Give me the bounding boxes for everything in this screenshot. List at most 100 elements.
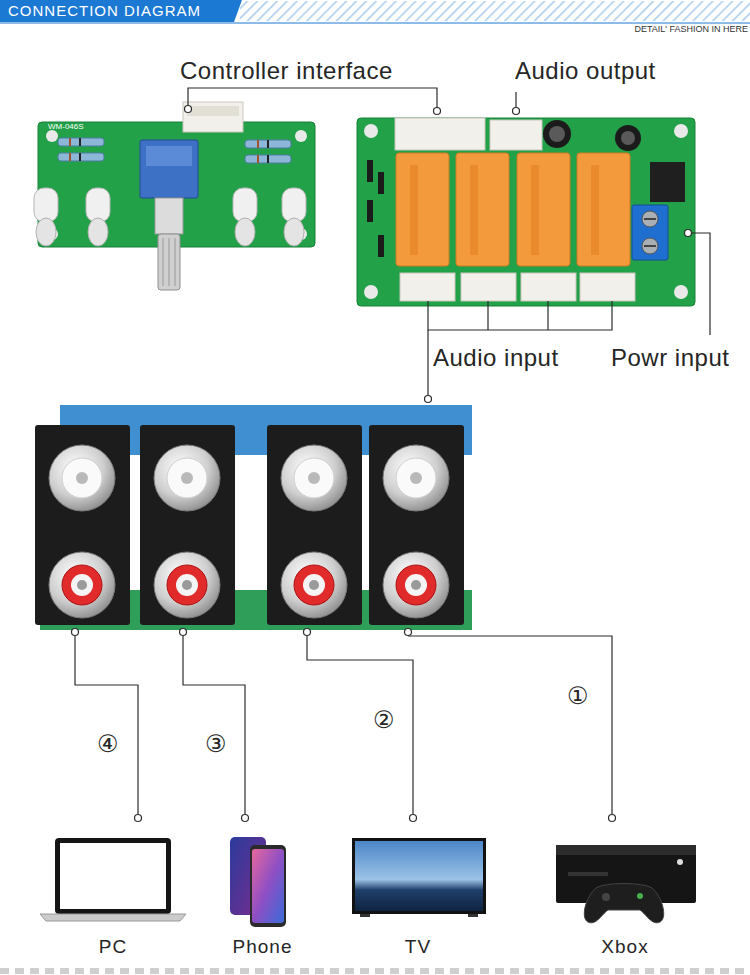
resistor-symbol-part [79,153,81,161]
capacitor-part [549,126,565,142]
rca-jack-red-part [411,580,421,590]
jack-frame-part [140,425,235,625]
rca-jack-red-part [71,574,93,596]
leader-line-part [408,636,612,814]
relay-part [470,165,478,255]
laptop-icon-part [40,914,186,921]
header-tagline: DETAIL' FASHION IN HERE [600,25,748,35]
connector-header-part [580,273,635,301]
power-terminal-part [644,245,656,247]
relay-part [517,153,570,266]
power-terminal-part [642,211,658,227]
device-node: PC [38,828,188,962]
potentiometer-part [163,238,164,286]
leader-dot-part [72,629,79,636]
capacitor-part [621,131,635,145]
leader-line [75,88,710,814]
resistor-symbol-part [245,155,291,163]
rca-jack-white-part [76,472,88,484]
resistor-symbol-part [257,155,259,163]
leader-line-part [307,636,413,814]
resistor-symbol-part [79,138,81,146]
phone-icon-part [252,849,284,923]
resistor-symbol-part [58,153,104,161]
console-icon [556,845,696,923]
phone-icon [230,837,286,927]
led-part [282,188,306,222]
leader-dot-part [304,629,311,636]
rca-jack-white-part [308,472,320,484]
leader-dot [72,106,692,822]
callout-label: Powr input [611,345,729,371]
rca-jack-red-part [303,574,325,596]
potentiometer-part [146,146,192,166]
relay-board [357,118,695,306]
potentiometer-part [169,238,170,286]
potentiometer [140,140,198,290]
footer-border [0,971,750,972]
diode-part [378,172,384,194]
resistor-symbol-part [69,153,71,161]
led-part [34,188,58,222]
resistor-symbol-part [69,138,71,146]
rca-jack-red-part [167,565,207,605]
header-bar-part [0,23,750,24]
console-icon-part [602,893,610,901]
callout-number: ③ [205,731,227,757]
power-terminal [632,205,668,260]
led-part [86,188,110,222]
connector-header [183,102,243,132]
led-part [233,188,257,222]
rca-jack-red-part [62,565,102,605]
capacitor [543,120,641,151]
connector-header-part [187,106,239,116]
leader-line-part [428,301,612,330]
relay-board-part [674,124,688,138]
rca-jack-white-part [294,458,334,498]
callout-number: ④ [97,731,119,757]
device-node: TV [344,828,492,962]
leader-line-part [75,636,138,814]
controller-board [34,102,315,290]
power-terminal-part [642,238,658,254]
device-label: TV [405,936,431,958]
laptop-icon-part [60,843,166,909]
potentiometer-part [140,140,198,198]
connector-header-part [490,120,542,150]
rca-jack-white-part [383,445,449,511]
relay-board-part [674,285,688,299]
leader-dot-part [135,815,142,822]
power-terminal-part [644,218,656,220]
callout-label: Controller interface [180,58,393,84]
diode-part [367,160,373,182]
footer-border-part [0,968,750,974]
led-part [284,218,304,246]
diode-part [378,235,384,257]
resistor-symbol-part [58,138,104,146]
relay-board-part [364,124,378,138]
diode [367,160,384,257]
console-icon-part [584,884,663,923]
power-terminal-part [632,205,668,260]
controller-board-part [295,130,307,142]
leader-line-part [688,233,710,335]
connector-header-part [183,102,243,132]
rca-jack-red-part [396,565,436,605]
leader-line-part [515,92,516,108]
tv-icon-part [468,914,478,917]
header-bar-part [0,0,242,22]
rca-jack-white-part [167,458,207,498]
leader-line-part [547,301,548,330]
controller-board-part [38,122,315,247]
connector-header-part [395,118,485,150]
diode-part [367,200,373,222]
console-icon-part [677,859,683,865]
leader-dot-part [434,108,441,115]
resistor-symbol-part [257,140,259,148]
rca-jack-white-part [154,445,220,511]
rca-jack-white-part [410,472,422,484]
console-icon-part [568,872,608,876]
board-silkscreen: WM-046S [48,123,84,132]
